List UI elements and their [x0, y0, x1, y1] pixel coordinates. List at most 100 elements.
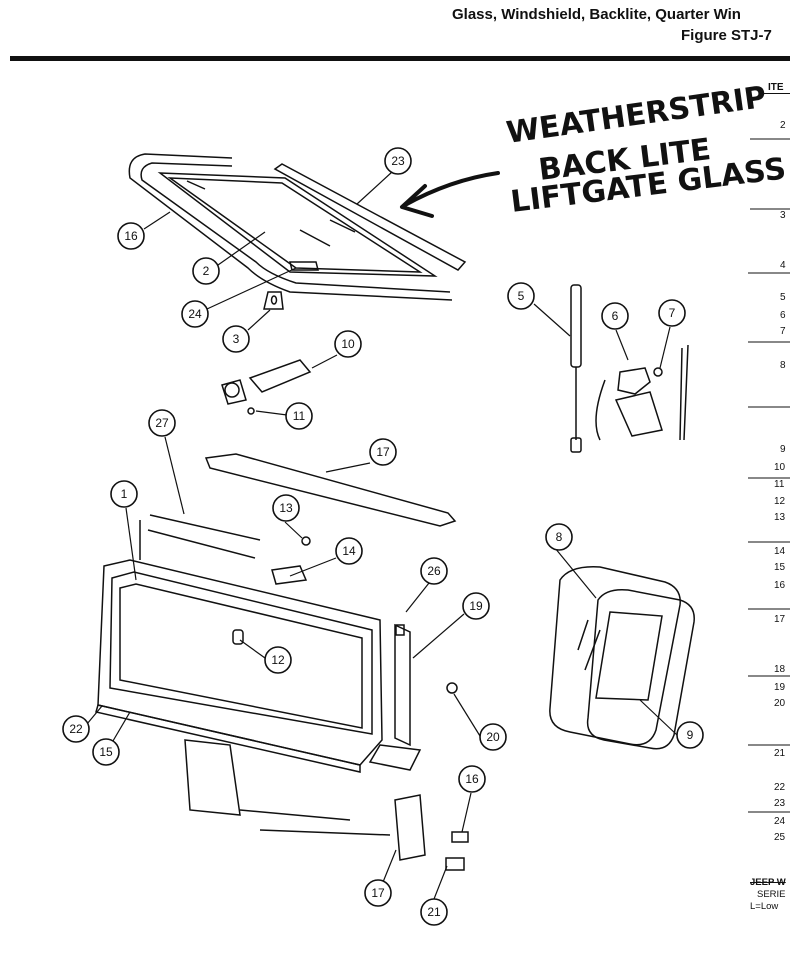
svg-text:16: 16	[124, 229, 138, 243]
page-title: Glass, Windshield, Backlite, Quarter Win	[452, 6, 741, 23]
svg-text:19: 19	[774, 682, 786, 693]
hinge-17	[394, 794, 426, 861]
leader-7	[659, 326, 671, 369]
callout-9: 9	[676, 721, 704, 749]
quarter-glass-group	[549, 566, 695, 750]
callout-group: 16 2 24 3 23 5 6 7 10 11 27 17 1 13 14 2…	[62, 147, 704, 926]
svg-text:25: 25	[774, 832, 786, 843]
callout-8: 8	[545, 523, 573, 551]
clip-14	[271, 565, 308, 585]
liftgate-frame-inner	[109, 571, 373, 735]
svg-text:5: 5	[780, 292, 786, 303]
svg-text:8: 8	[780, 360, 786, 371]
quarter-glass-8	[549, 566, 681, 746]
glass-reflection-lines	[186, 180, 356, 247]
svg-text:15: 15	[99, 745, 113, 759]
hinge-bracket-6	[617, 367, 651, 395]
svg-text:6: 6	[780, 310, 786, 321]
svg-text:17: 17	[376, 445, 390, 459]
svg-text:8: 8	[556, 530, 563, 544]
handwritten-note: WEATHERSTRIP BACK LITE LIFTGATE GLASS	[400, 80, 788, 220]
svg-text:16: 16	[465, 772, 479, 786]
weatherstrip-inner	[140, 162, 451, 293]
callout-11: 11	[285, 402, 313, 430]
hinge-base	[368, 744, 422, 771]
svg-text:24: 24	[188, 307, 202, 321]
footer-line2: SERIE	[757, 889, 786, 900]
leader-13	[284, 521, 303, 539]
callout-7: 7	[658, 299, 686, 327]
leader-16	[461, 792, 472, 833]
footer-line3: L=Low	[750, 901, 779, 912]
callout-3: 3	[222, 325, 250, 353]
callout-19: 16	[117, 222, 145, 250]
svg-text:24: 24	[774, 816, 786, 827]
svg-text:6: 6	[612, 309, 619, 323]
callout-20: 19	[462, 592, 490, 620]
handwritten-arrow-shaft	[403, 171, 500, 207]
callout-23: 22	[62, 715, 90, 743]
svg-text:14: 14	[342, 544, 356, 558]
svg-text:10: 10	[341, 337, 355, 351]
support-strut-group	[570, 284, 689, 453]
svg-text:13: 13	[279, 501, 293, 515]
svg-text:9: 9	[687, 728, 694, 742]
leader-11	[255, 410, 288, 416]
callout-26: 26	[420, 557, 448, 585]
svg-text:4: 4	[780, 260, 786, 271]
leader-22	[433, 865, 448, 900]
back-glass-panel	[157, 172, 438, 277]
leader-5	[533, 303, 571, 337]
bolt-16	[451, 831, 469, 843]
liftgate-27-lines	[139, 514, 261, 560]
body-edge-lines	[679, 344, 689, 441]
leader-18	[325, 462, 371, 473]
liftgate-glass-group	[128, 153, 467, 310]
callout-21: 20	[479, 723, 507, 751]
leader-2	[217, 231, 266, 266]
spacer-hole	[270, 295, 278, 305]
leader-12	[239, 639, 266, 659]
svg-text:14: 14	[774, 546, 786, 557]
callout-2: 2	[192, 257, 220, 285]
quarter-glass-inner	[595, 611, 663, 701]
spacer-block-3	[263, 291, 284, 310]
svg-text:23: 23	[391, 154, 405, 168]
callout-22: 21	[420, 898, 448, 926]
leader-10	[311, 354, 338, 369]
svg-text:22: 22	[69, 722, 83, 736]
support-strut-body	[570, 284, 582, 368]
leader-26	[405, 582, 430, 613]
item-column-header: ITE	[768, 82, 784, 93]
svg-text:16: 16	[774, 580, 786, 591]
svg-text:26: 26	[427, 564, 441, 578]
callout-15: 15	[92, 738, 120, 766]
svg-text:3: 3	[780, 210, 786, 221]
liftgate-glass-panel	[119, 583, 363, 729]
callout-16: 16	[458, 765, 486, 793]
quarter-weatherstrip-9	[586, 588, 695, 750]
callout-24: 23	[384, 147, 412, 175]
leader-6	[615, 329, 629, 361]
clip-26	[395, 624, 405, 636]
figure-number: Figure STJ-7	[681, 27, 772, 44]
glass-strip-24	[273, 163, 467, 271]
svg-text:23: 23	[774, 798, 786, 809]
handwritten-arrow-head	[400, 184, 434, 218]
callout-17: 17	[364, 879, 392, 907]
svg-text:1: 1	[121, 487, 128, 501]
svg-text:17: 17	[774, 614, 786, 625]
callout-18: 17	[369, 438, 397, 466]
leader-23	[86, 705, 103, 725]
bolt-22	[445, 857, 465, 871]
body-contour-lines	[239, 809, 391, 836]
mirror-bracket	[221, 379, 247, 405]
leader-19	[143, 211, 171, 230]
svg-text:7: 7	[780, 326, 786, 337]
svg-text:10: 10	[774, 462, 786, 473]
liftgate-frame-1	[97, 559, 383, 766]
svg-text:3: 3	[233, 332, 240, 346]
support-strut-end	[570, 437, 582, 453]
svg-text:11: 11	[293, 409, 306, 423]
